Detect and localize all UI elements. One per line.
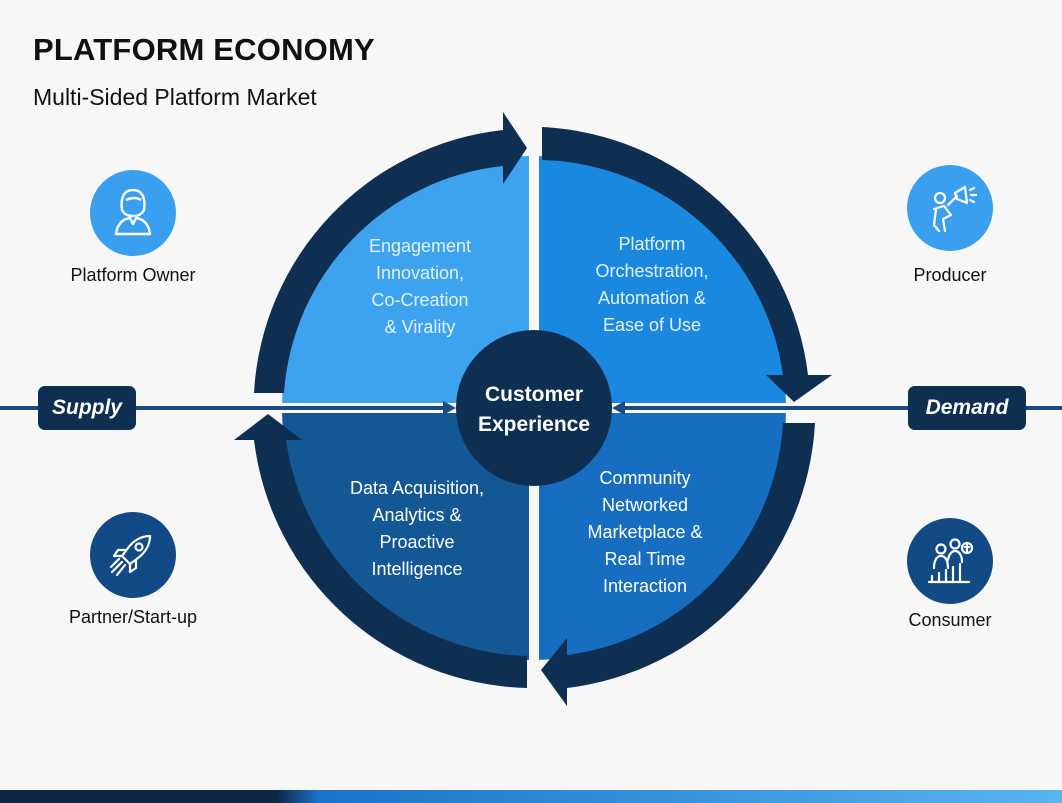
quadrant-line: Networked [601,495,689,515]
quadrant-line: Community [599,468,691,488]
center-hub [456,330,612,486]
supply-flow-arrowhead [443,401,456,415]
quadrant-line: Data Acquisition, [349,478,485,498]
quadrant-line: Ease of Use [602,315,702,335]
center-label: Customer Experience [458,380,610,440]
quadrant-bottom-left-text: Data Acquisition, Analytics & Proactive … [327,475,507,583]
person-icon [90,170,176,256]
quadrant-line: Proactive [379,532,455,552]
quadrant-line: Marketplace & [587,522,703,542]
center-line: Customer [484,383,584,406]
demand-tag: Demand [908,386,1026,430]
quadrant-line: Co-Creation [371,290,469,310]
cycle-arrow-top-left [254,112,527,393]
people-growth-icon [907,518,993,604]
quadrant-line: & Virality [384,317,456,337]
platform-owner-label: Platform Owner [70,265,196,285]
supply-tag: Supply [38,386,136,430]
producer-label: Producer [913,265,987,285]
quadrant-line: Innovation, [375,263,465,283]
quadrant-line: Real Time [604,549,686,569]
rocket-icon [90,512,176,598]
bottom-accent-bar [0,790,1062,803]
quadrant-top-left-text: Engagement Innovation, Co-Creation & Vir… [345,233,495,341]
quadrant-line: Interaction [602,576,688,596]
center-line: Experience [477,413,591,436]
quadrant-line: Automation & [597,288,707,308]
demand-flow-arrowhead [612,401,625,415]
cycle-arrow-top-right [542,127,832,402]
partner-startup-label: Partner/Start-up [68,607,198,627]
quadrant-line: Intelligence [371,559,463,579]
quadrant-bottom-right-text: Community Networked Marketplace & Real T… [565,465,725,600]
quadrant-line: Platform [618,234,686,254]
consumer-label: Consumer [908,610,992,630]
page-title: PLATFORM ECONOMY [33,32,375,67]
cycle-arrow-bottom-left [234,414,527,688]
megaphone-presenter-icon [907,165,993,251]
quadrant-line: Orchestration, [595,261,709,281]
quadrant-line: Engagement [368,236,472,256]
cycle-arrow-bottom-right [541,423,815,706]
quadrant-line: Analytics & [372,505,462,525]
page-subtitle: Multi-Sided Platform Market [33,84,317,110]
quadrant-top-right-text: Platform Orchestration, Automation & Eas… [567,231,737,339]
